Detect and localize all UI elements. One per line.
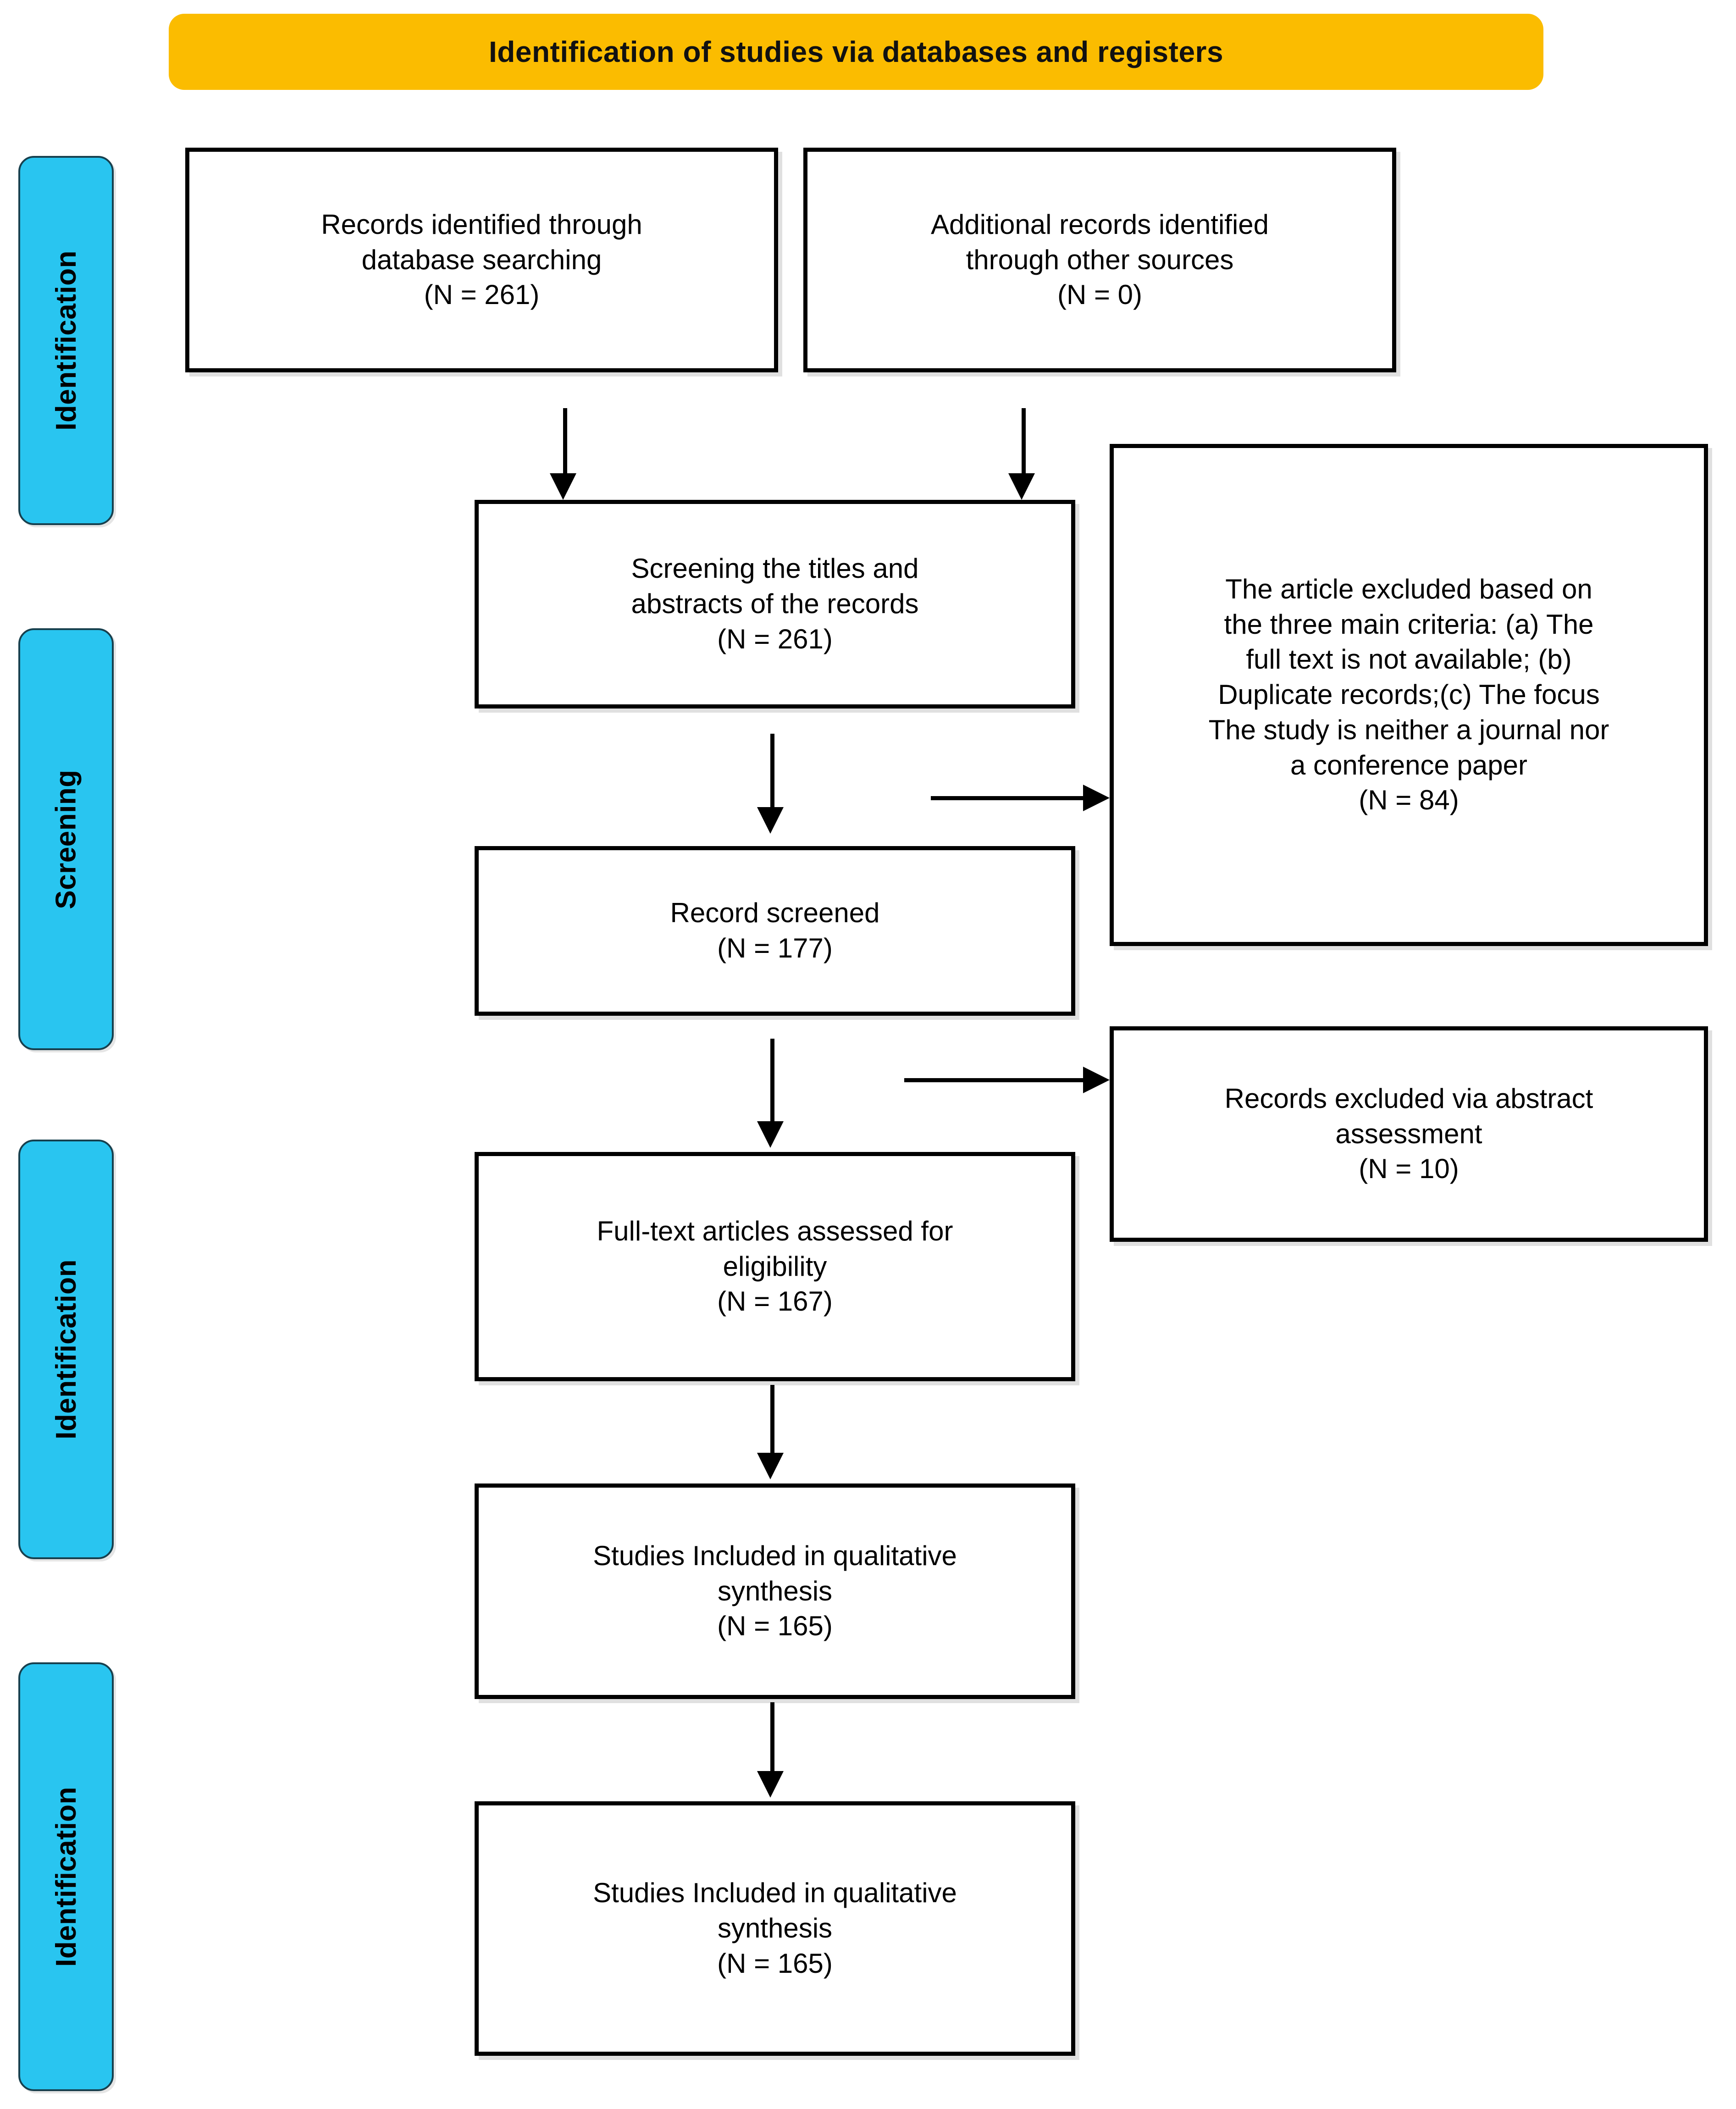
phase-tab-identification-2: Identification [18, 1140, 114, 1559]
box-text: Additional records identified through ot… [930, 209, 1269, 310]
arrow-other-to-screening-line [1022, 408, 1026, 478]
box-text: The article excluded based on the three … [1208, 573, 1609, 816]
box-studies-included-qualitative-synthesis-1: Studies Included in qualitative synthesi… [475, 1483, 1075, 1699]
box-text: Screening the titles and abstracts of th… [631, 553, 919, 654]
box-excluded-three-criteria: The article excluded based on the three … [1110, 444, 1708, 946]
box-screening-titles-abstracts: Screening the titles and abstracts of th… [475, 500, 1075, 709]
phase-tab-screening: Screening [18, 628, 114, 1050]
box-studies-included-qualitative-synthesis-2: Studies Included in qualitative synthesi… [475, 1801, 1075, 2056]
box-excluded-abstract-assessment: Records excluded via abstract assessment… [1110, 1026, 1708, 1242]
phase-tab-label: Screening [50, 769, 82, 909]
box-text: Studies Included in qualitative synthesi… [593, 1877, 957, 1979]
arrow-fulltext-to-included1-head [757, 1453, 784, 1479]
arrow-record-to-excluded-abstract-head [1083, 1067, 1110, 1093]
box-additional-records-other-sources: Additional records identified through ot… [803, 148, 1396, 372]
diagram-title-banner: Identification of studies via databases … [169, 14, 1543, 90]
arrow-other-to-screening-head [1008, 473, 1035, 500]
box-text: Record screened (N = 177) [670, 897, 880, 963]
phase-tab-label: Identification [50, 1259, 82, 1439]
phase-tab-label: Identification [50, 1787, 82, 1967]
arrow-fulltext-to-included1-line [770, 1385, 774, 1456]
phase-tab-identification-1: Identification [18, 156, 114, 525]
arrow-database-to-screening-head [550, 473, 576, 500]
arrow-record-to-fulltext-line [770, 1039, 774, 1126]
arrow-included1-to-included2-line [770, 1702, 774, 1776]
phase-tab-label: Identification [50, 250, 82, 431]
arrow-screening-to-record-line [770, 734, 774, 812]
arrow-screening-to-excluded-head [1083, 785, 1110, 811]
arrow-screening-to-record-head [757, 807, 784, 834]
arrow-record-to-excluded-abstract-line [904, 1078, 1084, 1082]
box-text: Records excluded via abstract assessment… [1224, 1083, 1593, 1185]
phase-tab-identification-3: Identification [18, 1662, 114, 2091]
box-text: Studies Included in qualitative synthesi… [593, 1540, 957, 1642]
arrow-database-to-screening-line [563, 408, 567, 478]
arrow-included1-to-included2-head [757, 1771, 784, 1798]
arrow-record-to-fulltext-head [757, 1121, 784, 1148]
box-text: Full-text articles assessed for eligibil… [597, 1215, 953, 1317]
box-record-screened: Record screened (N = 177) [475, 846, 1075, 1016]
page-title: Identification of studies via databases … [488, 35, 1224, 68]
box-fulltext-assessed-eligibility: Full-text articles assessed for eligibil… [475, 1152, 1075, 1381]
arrow-screening-to-excluded-line [931, 796, 1084, 800]
box-text: Records identified through database sear… [321, 209, 642, 310]
box-records-identified-database: Records identified through database sear… [185, 148, 778, 372]
